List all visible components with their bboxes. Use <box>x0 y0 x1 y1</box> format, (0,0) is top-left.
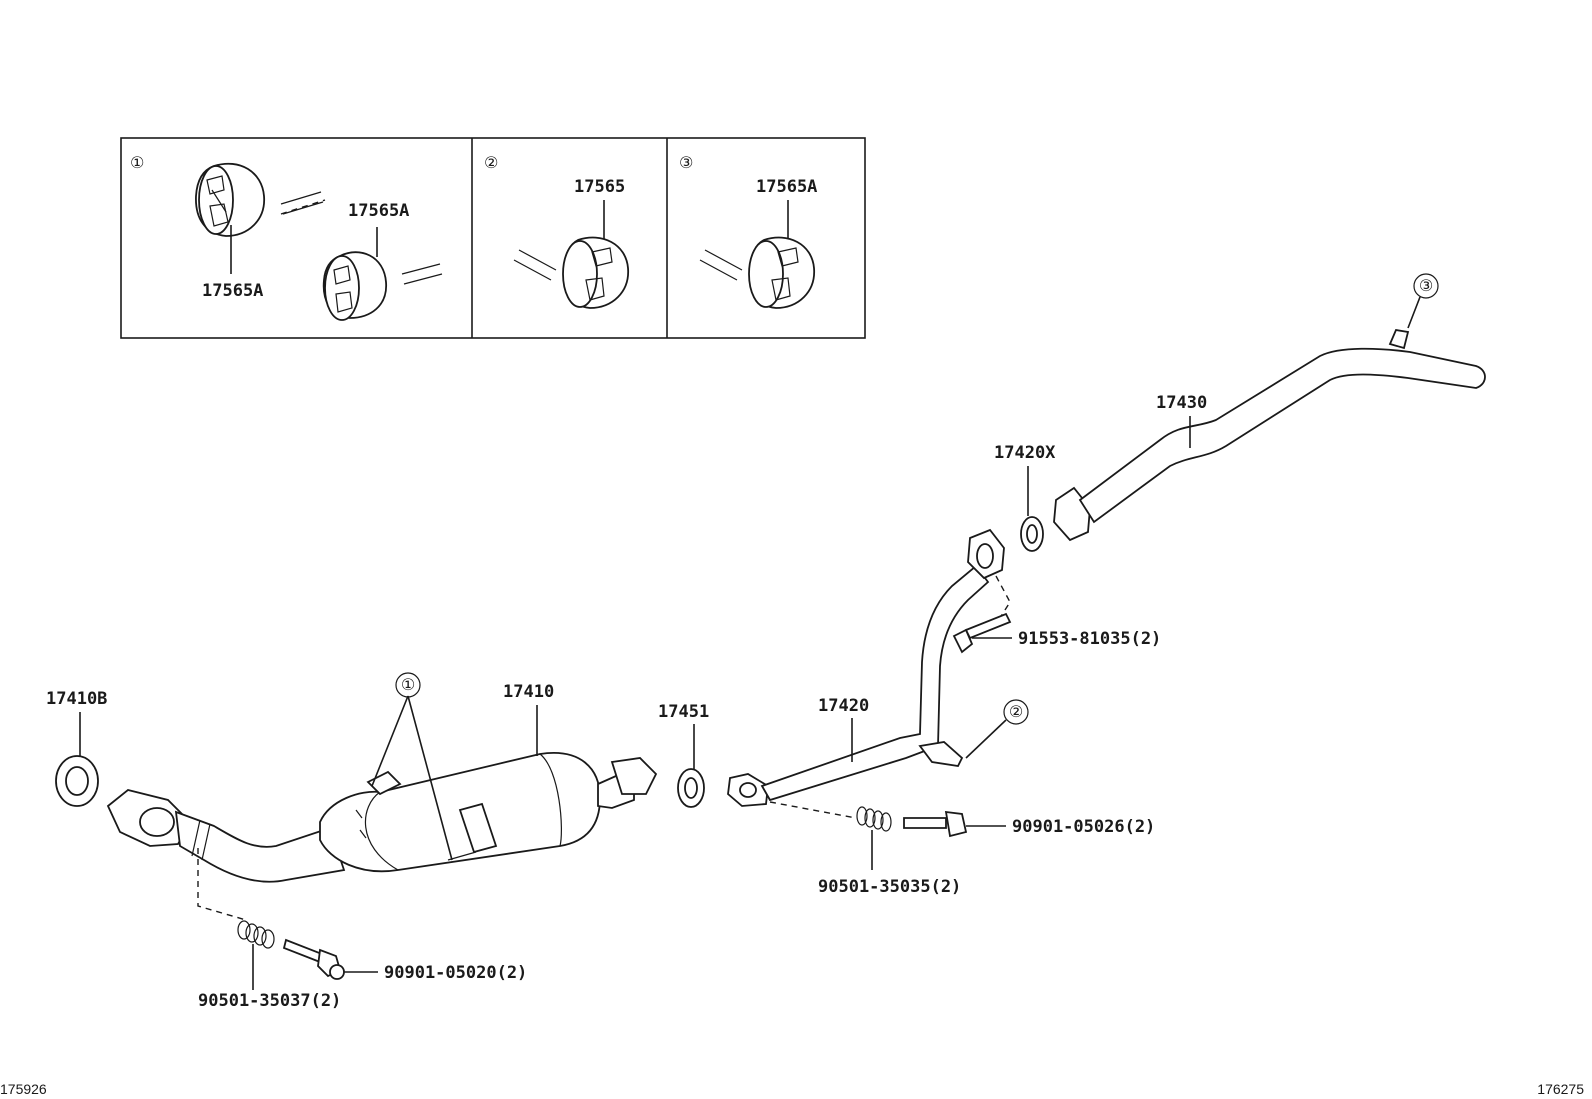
rear-joint-fasteners: 91553-81035(2) <box>952 575 1161 654</box>
rear-bolt-label: 91553-81035(2) <box>1018 629 1161 649</box>
converter-assembly: 17410 ① <box>106 672 658 883</box>
inset-panel-1: ① 17565A 17565A <box>130 153 443 321</box>
inset-panel-3-ref: ③ <box>679 153 693 172</box>
inset-panel-2-ref: ② <box>484 153 498 172</box>
hanger-insulator-icon <box>748 236 815 309</box>
center-pipe-label: 17420 <box>818 696 869 716</box>
tail-pipe-label: 17430 <box>1156 393 1207 413</box>
front-gasket: 17410B <box>46 689 107 807</box>
center-hanger-callout: ② <box>1009 702 1023 721</box>
bolt-icon <box>952 612 1012 654</box>
corner-id-left: 175926 <box>0 1081 47 1097</box>
hanger-insulator-icon <box>195 162 265 237</box>
front-bolt-label: 90901-05020(2) <box>384 963 527 983</box>
converter-label: 17410 <box>503 682 554 702</box>
mid-bolt-label: 90901-05026(2) <box>1012 817 1155 837</box>
inset-panel-3: ③ 17565A <box>679 153 817 309</box>
tail-hanger-callout: ③ <box>1419 276 1433 295</box>
inset-panel-1-label-b: 17565A <box>348 201 409 221</box>
rear-gasket-label: 17420X <box>994 443 1056 463</box>
hanger-insulator-icon <box>322 251 387 321</box>
converter-hanger-callout: ① <box>401 675 415 694</box>
inset-panel-2: ② 17565 <box>484 153 629 309</box>
hanger-insulator-icon <box>562 236 629 309</box>
spring-icon <box>856 806 892 832</box>
bolt-icon <box>903 810 968 838</box>
center-pipe: ② 17420 <box>727 528 1029 807</box>
corner-id-right: 176275 <box>1537 1081 1584 1097</box>
inset-panel-2-label: 17565 <box>574 177 625 197</box>
rear-gasket: 17420X <box>994 443 1056 552</box>
mid-joint-fasteners: 90501-35035(2) 90901-05026(2) <box>769 801 1155 897</box>
inset-panel-1-ref: ① <box>130 153 144 172</box>
mid-gasket-label: 17451 <box>658 702 709 722</box>
bolt-icon <box>282 938 345 980</box>
front-spring-label: 90501-35037(2) <box>198 991 341 1011</box>
mid-spring-label: 90501-35035(2) <box>818 877 961 897</box>
front-gasket-label: 17410B <box>46 689 107 709</box>
tail-pipe: ③ 17430 <box>1053 273 1486 542</box>
spring-icon <box>237 920 275 949</box>
inset-panel-3-label: 17565A <box>756 177 817 197</box>
hanger-inset-box: ① 17565A 17565A <box>120 137 866 339</box>
mid-gasket: 17451 <box>658 702 709 808</box>
front-joint-fasteners: 90501-35037(2) 90901-05020(2) <box>197 848 527 1011</box>
inset-panel-1-label-a: 17565A <box>202 281 263 301</box>
